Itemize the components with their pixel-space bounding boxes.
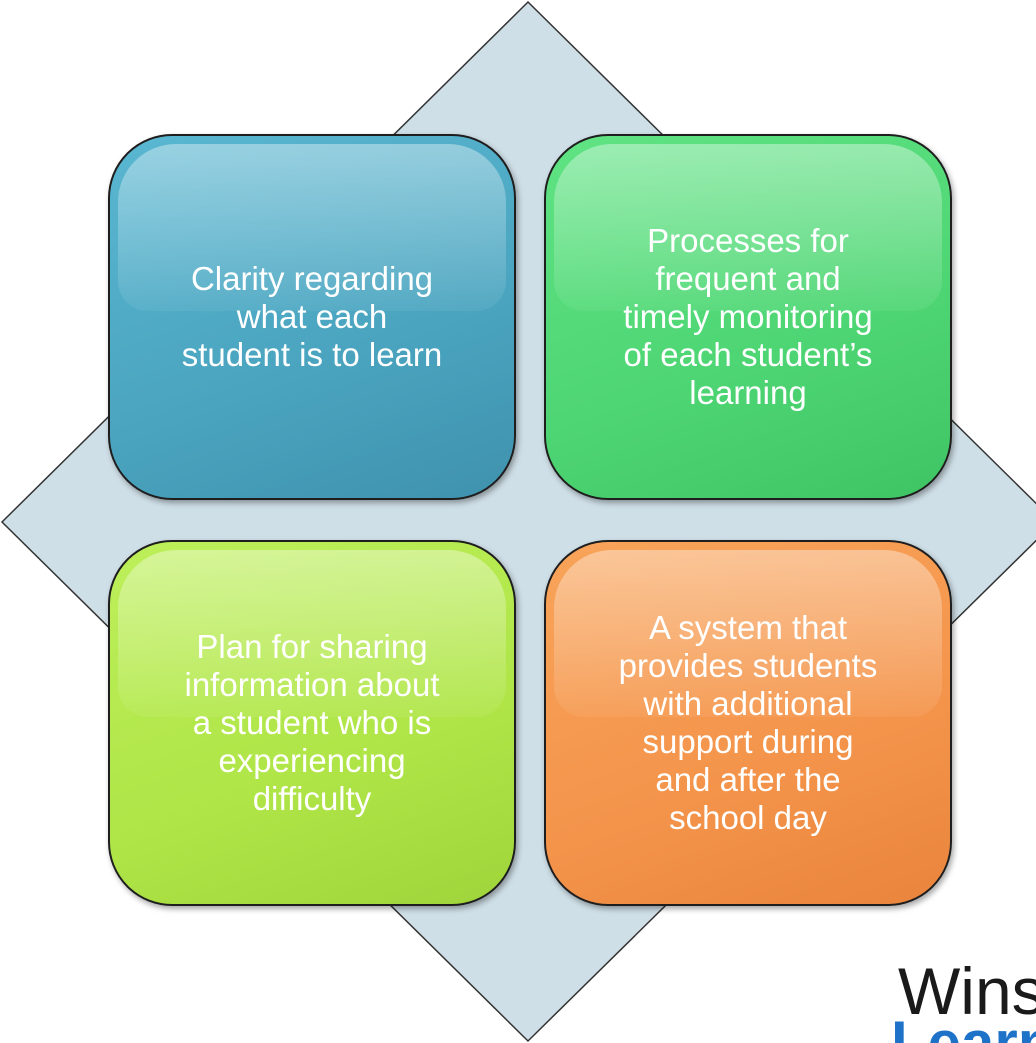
box-sharing-plan-text: Plan for sharing information about a stu… <box>184 628 440 817</box>
box-support-system: A system that provides students with add… <box>544 540 952 906</box>
box-clarity-text: Clarity regarding what each student is t… <box>181 260 443 373</box>
box-sharing-plan: Plan for sharing information about a stu… <box>108 540 516 906</box>
logo-wordmark-bottom: Learnin <box>891 1009 1036 1043</box>
box-monitoring: Processes for frequent and timely monito… <box>544 134 952 500</box>
logo-wordmark-top: Wins <box>898 954 1036 1028</box>
box-support-system-text: A system that provides students with add… <box>618 609 878 836</box>
box-monitoring-text: Processes for frequent and timely monito… <box>623 222 873 411</box>
box-clarity: Clarity regarding what each student is t… <box>108 134 516 500</box>
